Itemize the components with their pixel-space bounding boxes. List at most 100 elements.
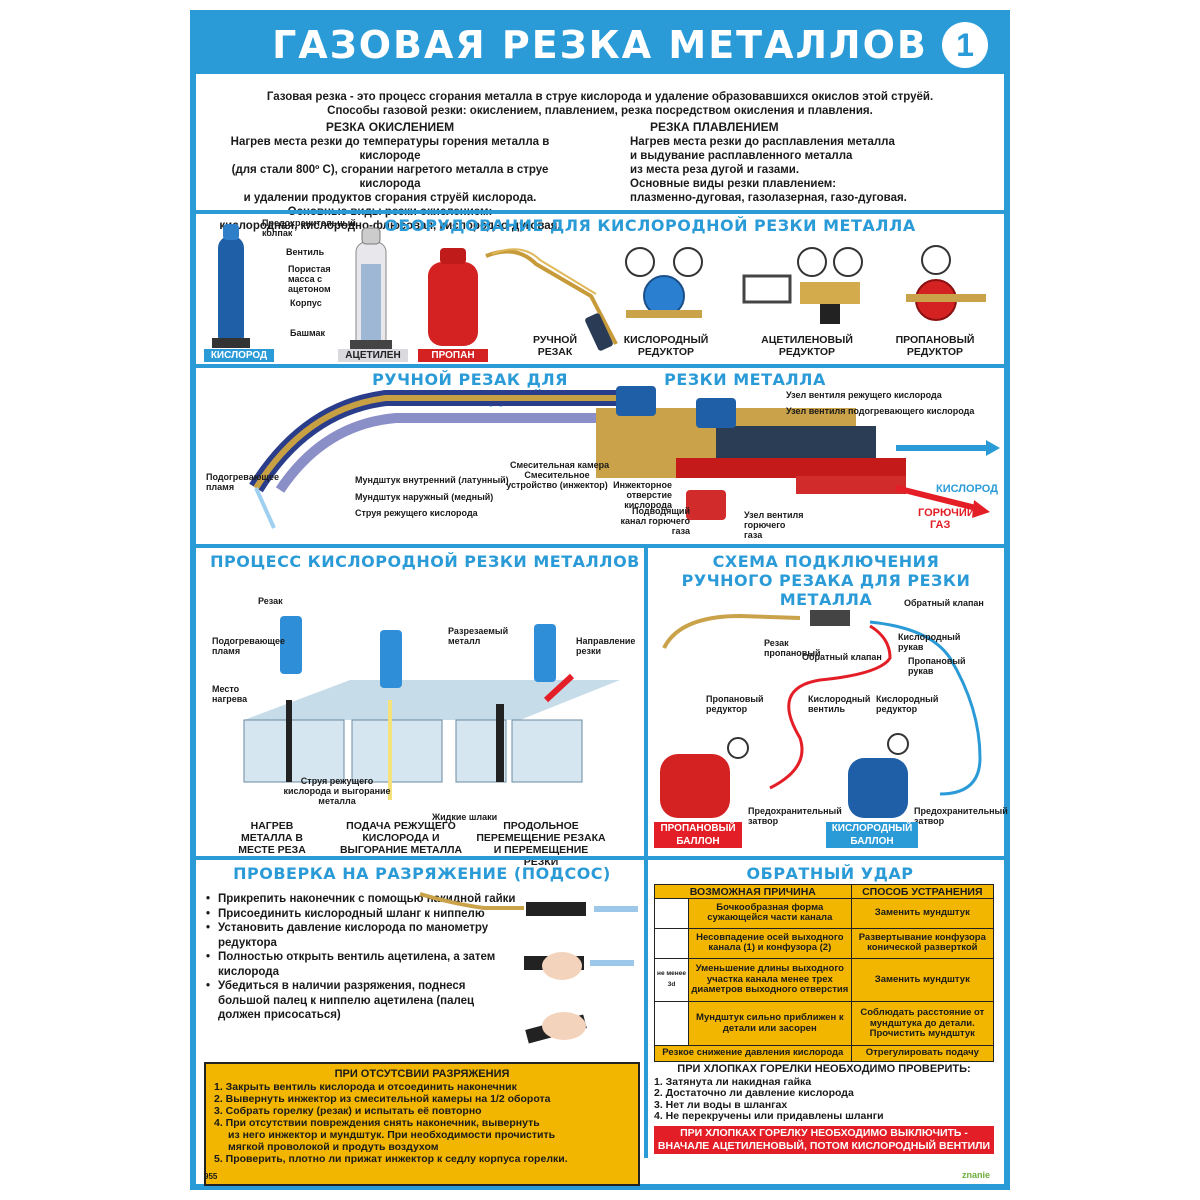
torch-cutaway-illustration <box>249 386 1000 529</box>
intro-line-1: Газовая резка - это процесс сгорания мет… <box>266 91 934 103</box>
label-slag: Жидкие шлаки <box>432 812 498 822</box>
col-fix-header: СПОСОБ УСТРАНЕНИЯ <box>850 884 995 899</box>
pop-item: 2. Достаточно ли давление кислорода <box>654 1087 854 1099</box>
fix-cell: Соблюдать расстояние от мундштука до дет… <box>850 1001 995 1047</box>
divider <box>196 210 1004 214</box>
label-porous-mass: Пористая масса с ацетоном <box>288 264 331 294</box>
divider <box>644 546 648 856</box>
tag-oxygen: КИСЛОРОД <box>204 349 274 362</box>
no-draft-line: мягкой проволокой и продуть воздухом <box>228 1141 439 1153</box>
melting-block: РЕЗКА ПЛАВЛЕНИЕМ Нагрев места резки до р… <box>570 120 990 233</box>
no-draft-header: ПРИ ОТСУТСВИИ РАЗРЯЖЕНИЯ <box>334 1068 510 1080</box>
label-safety-cap: Предохранительный колпак <box>262 218 356 238</box>
fix-cell: Заменить мундштук <box>850 957 995 1003</box>
table-row: Мундштук сильно приближен к детали или з… <box>654 1001 995 1047</box>
no-draft-line: 1. Закрыть вентиль кислорода и отсоедини… <box>214 1081 517 1093</box>
tag-acetylene: АЦЕТИЛЕН <box>338 349 408 362</box>
warning-line-b: ВНАЧАЛЕ АЦЕТИЛЕНОВЫЙ, ПОТОМ КИСЛОРОДНЫЙ … <box>657 1140 991 1152</box>
oxygen-reducer-icon <box>625 247 703 318</box>
sheet-number: 1 <box>942 22 988 68</box>
cause-cell: Бочкообразная форма сужающейся части кан… <box>688 898 852 929</box>
label-metal: Разрезаемый металл <box>448 626 509 646</box>
fix-cell: Развертывание конфузора конической разве… <box>850 927 995 959</box>
table-row: Резкое снижение давления кислорода Отрег… <box>654 1045 995 1062</box>
oxidation-line: Нагрев места резки до температуры горени… <box>230 136 550 162</box>
divider <box>196 856 1004 860</box>
label-oxygen-reducer: КИСЛОРОДНЫЙ РЕДУКТОР <box>623 334 709 358</box>
nozzle-3d-hint: не менее 3d <box>654 957 689 1003</box>
label-direction: Направление резки <box>576 636 636 656</box>
equipment-illustration <box>212 224 986 351</box>
tag-oxygen-cylinder: КИСЛОРОДНЫЙ БАЛЛОН <box>826 822 918 848</box>
shutdown-warning: ПРИ ХЛОПКАХ ГОРЕЛКУ НЕОБХОДИМО ВЫКЛЮЧИТЬ… <box>654 1126 994 1154</box>
fix-cell: Отрегулировать подачу <box>850 1045 995 1062</box>
step-heating: НАГРЕВ МЕТАЛЛА В МЕСТЕ РЕЗА <box>238 820 306 856</box>
melting-line: и выдувание расплавленного металла <box>630 150 853 162</box>
no-draft-box: ПРИ ОТСУТСВИИ РАЗРЯЖЕНИЯ 1. Закрыть вент… <box>204 1062 640 1186</box>
vacuum-title: ПРОВЕРКА НА РАЗРЯЖЕНИЕ (ПОДСОС) <box>233 864 611 883</box>
label-outer-tip: Мундштук наружный (медный) <box>355 492 494 502</box>
oxidation-header: РЕЗКА ОКИСЛЕНИЕМ <box>325 120 455 134</box>
vacuum-step: Прикрепить наконечник с помощью накидной… <box>206 892 516 907</box>
acetylene-cylinder-icon <box>350 227 392 351</box>
divider <box>196 544 1004 548</box>
vacuum-check-illustration <box>419 892 638 1044</box>
vacuum-steps: Прикрепить наконечник с помощью накидной… <box>206 892 516 1023</box>
title-bar: ГАЗОВАЯ РЕЗКА МЕТАЛЛОВ 1 <box>196 16 1004 74</box>
label-fuel-channel: Подводящий канал горючего газа <box>620 506 691 536</box>
label-valve: Вентиль <box>286 247 325 257</box>
oxidation-line: и удалении продуктов сгорания струёй кис… <box>243 192 537 204</box>
scheme-title: СХЕМА ПОДКЛЮЧЕНИЯ РУЧНОГО РЕЗАКА ДЛЯ РЕЗ… <box>650 552 1002 609</box>
label-preheat-flame: Подогревающее пламя <box>206 472 280 492</box>
no-draft-line: 4. При отсутствии повреждения снять нако… <box>214 1117 540 1129</box>
oxygen-cylinder-icon <box>212 224 250 348</box>
oxidation-line: (для стали 800º С), сгорании нагретого м… <box>231 164 549 190</box>
label-valve-heat: Узел вентиля подогревающего кислорода <box>786 406 975 416</box>
nozzle-icon <box>654 927 689 959</box>
torch-title-b: РЕЗКИ МЕТАЛЛА <box>664 370 826 389</box>
melting-line: плазменно-дуговая, газолазерная, газо-ду… <box>630 192 907 204</box>
melting-line: из места реза дугой и газами. <box>630 164 800 176</box>
table-row: Несовпадение осей выходного канала (1) и… <box>654 927 995 959</box>
backfire-title: ОБРАТНЫЙ УДАР <box>746 864 914 883</box>
label-oxygen-reducer: Кислородный редуктор <box>876 694 939 714</box>
process-title: ПРОЦЕСС КИСЛОРОДНОЙ РЕЗКИ МЕТАЛЛОВ <box>210 552 640 571</box>
propane-reducer-icon <box>906 245 986 321</box>
hand-cutter-icon <box>485 248 618 351</box>
backfire-table: ВОЗМОЖНАЯ ПРИЧИНА СПОСОБ УСТРАНЕНИЯ Бочк… <box>654 884 995 1062</box>
tag-propane: ПРОПАН <box>418 349 488 362</box>
pop-item: 3. Нет ли воды в шлангах <box>654 1098 788 1111</box>
equipment-title: ОБОРУДОВАНИЕ ДЛЯ КИСЛОРОДНОЙ РЕЗКИ МЕТАЛ… <box>384 216 916 235</box>
nozzle-icon <box>654 898 689 929</box>
oxidation-block: РЕЗКА ОКИСЛЕНИЕМ Нагрев места резки до т… <box>210 120 570 233</box>
label-body: Корпус <box>290 298 322 308</box>
cause-cell: Мундштук сильно приближен к детали или з… <box>688 1001 852 1047</box>
step-oxygen-feed: ПОДАЧА РЕЖУЩЕГО КИСЛОРОДА И ВЫГОРАНИЕ МЕ… <box>339 820 463 856</box>
col-cause-header: ВОЗМОЖНАЯ ПРИЧИНА <box>654 884 852 899</box>
label-process-flame: Подогревающее пламя <box>212 636 286 656</box>
pop-checklist: ПРИ ХЛОПКАХ ГОРЕЛКИ НЕОБХОДИМО ПРОВЕРИТЬ… <box>654 1063 994 1123</box>
cause-cell: Уменьшение длины выходного участка канал… <box>688 957 852 1003</box>
table-row: не менее 3d Уменьшение длины выходного у… <box>654 957 995 1003</box>
label-inner-tip: Мундштук внутренний (латунный) <box>355 475 509 485</box>
no-draft-line: из него инжектор и мундштук. При необход… <box>228 1129 556 1141</box>
label-check-valve-2: Обратный клапан <box>802 652 882 662</box>
label-oxygen-hose: Кислородный рукав <box>898 632 961 652</box>
melting-line: Нагрев места резки до расплавления метал… <box>630 136 895 148</box>
pop-item: 1. Затянута ли накидная гайка <box>654 1075 812 1088</box>
no-draft-line: 3. Собрать горелку (резак) и испытать её… <box>214 1105 482 1117</box>
intro-line-2: Способы газовой резки: окислением, плавл… <box>327 105 873 117</box>
label-cutter: РУЧНОЙ РЕЗАК <box>532 334 578 358</box>
label-process-cutter: Резак <box>258 596 283 606</box>
no-draft-line: 5. Проверить, плотно ли прижат инжектор … <box>214 1153 568 1165</box>
label-safety-gate-1: Предохранительный затвор <box>748 806 842 826</box>
intro: Газовая резка - это процесс сгорания мет… <box>210 90 990 233</box>
poster-frame <box>190 10 1010 1190</box>
label-injector-hole: Инжекторное отверстие кислорода <box>613 480 672 510</box>
scheme-title-a: СХЕМА ПОДКЛЮЧЕНИЯ <box>712 552 940 571</box>
warning-line-a: ПРИ ХЛОПКАХ ГОРЕЛКУ НЕОБХОДИМО ВЫКЛЮЧИТЬ… <box>680 1127 968 1139</box>
divider <box>196 364 1004 368</box>
label-fuel-b: ГАЗ <box>930 519 951 531</box>
label-jet-burn: Струя режущего кислорода и выгорание мет… <box>283 776 391 806</box>
label-heat-spot: Место нагрева <box>212 684 248 704</box>
